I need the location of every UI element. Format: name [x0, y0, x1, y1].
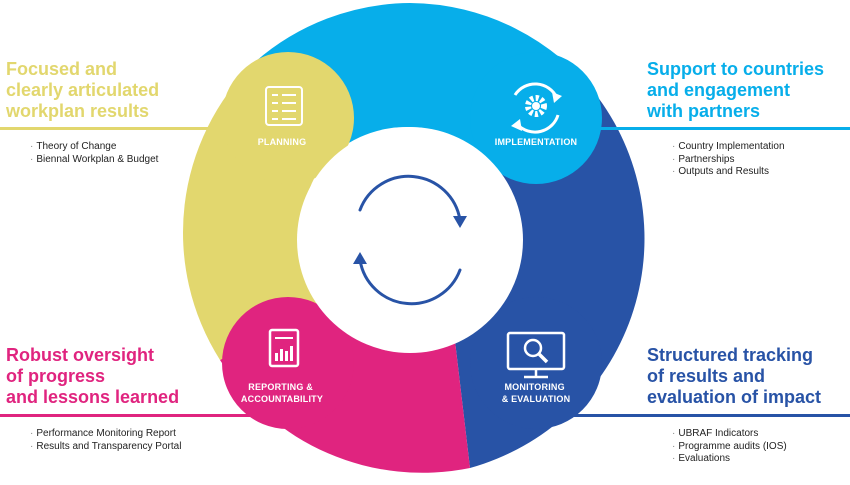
top-left-divider — [0, 127, 220, 130]
title-line: Focused and — [6, 59, 118, 79]
report-chart-icon — [268, 328, 300, 368]
implementation-label: IMPLEMENTATION — [495, 137, 577, 147]
title-line: clearly articulated — [6, 80, 160, 100]
monitor-search-icon — [506, 331, 566, 379]
title-line: Support to countries — [647, 59, 824, 79]
checklist-icon — [265, 86, 303, 126]
list-item: ·Partnerships — [672, 153, 735, 165]
list-item: ·Performance Monitoring Report — [30, 428, 176, 439]
title-line: of progress — [6, 366, 106, 386]
bottom-right-bullets: ·UBRAF Indicators ·Programme audits (IOS… — [672, 428, 787, 466]
gear-arrowhead-2 — [511, 119, 522, 131]
top-left-bullets: ·Theory of Change ·Biennal Workplan & Bu… — [30, 141, 158, 166]
title-line: workplan results — [6, 101, 150, 121]
monitoring-label: MONITORING & EVALUATION — [502, 382, 571, 404]
bottom-left-bullets: ·Performance Monitoring Report ·Results … — [30, 428, 181, 453]
title-line: Robust oversight — [6, 345, 155, 365]
cycle-arrowhead-right — [453, 216, 467, 228]
bottom-right-divider — [560, 414, 850, 417]
title-line: and engagement — [647, 80, 791, 100]
title-line: with partners — [647, 101, 761, 121]
bottom-left-divider — [0, 414, 258, 417]
cycle-arrows-icon — [358, 174, 462, 306]
list-item: ·UBRAF Indicators — [672, 428, 759, 439]
bottom-right-title: Structured tracking of results and evalu… — [647, 345, 821, 408]
list-item: ·Results and Transparency Portal — [30, 440, 182, 452]
implementation-node — [470, 52, 602, 184]
title-line: Structured tracking — [647, 345, 814, 365]
list-item: ·Country Implementation — [672, 141, 785, 152]
list-item: ·Theory of Change — [30, 141, 117, 152]
list-item: ·Outputs and Results — [672, 166, 769, 177]
top-right-title: Support to countries and engagement with… — [647, 59, 824, 122]
cycle-arrowhead-left — [353, 252, 367, 264]
reporting-label: REPORTING & ACCOUNTABILITY — [241, 382, 323, 404]
title-line: of results and — [647, 366, 766, 386]
top-right-divider — [596, 127, 850, 130]
list-item: ·Evaluations — [672, 453, 731, 464]
title-line: evaluation of impact — [647, 387, 822, 407]
center-hole — [297, 127, 523, 353]
bottom-left-title: Robust oversight of progress and lessons… — [6, 345, 179, 408]
top-left-title: Focused and clearly articulated workplan… — [6, 59, 159, 122]
list-item: ·Biennal Workplan & Budget — [30, 153, 159, 165]
monitoring-node — [470, 297, 602, 429]
top-right-bullets: ·Country Implementation ·Partnerships ·O… — [672, 141, 785, 179]
reporting-node — [222, 297, 354, 429]
gear-arrowhead-1 — [552, 92, 562, 103]
title-line: and lessons learned — [6, 387, 180, 407]
planning-label: PLANNING — [258, 137, 307, 147]
list-item: ·Programme audits (IOS) — [672, 440, 787, 452]
